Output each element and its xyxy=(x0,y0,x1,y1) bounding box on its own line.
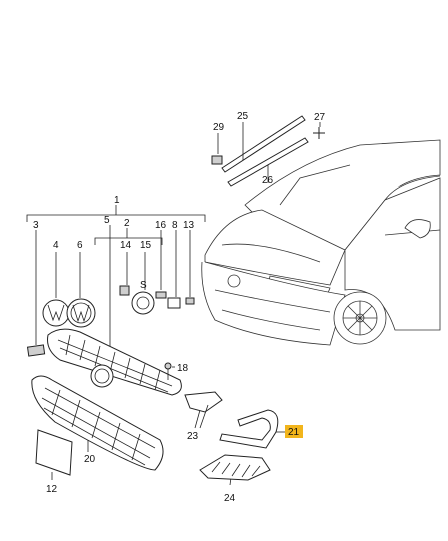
callout-5: 5 xyxy=(104,215,110,226)
callout-27: 27 xyxy=(314,112,326,123)
part-4-badge xyxy=(42,299,70,327)
callout-13: 13 xyxy=(183,220,195,231)
car-front-illustration xyxy=(201,139,441,346)
callout-18: 18 xyxy=(177,363,189,374)
callout-23: 23 xyxy=(187,431,199,442)
part-20-lower-grille xyxy=(31,375,164,471)
part-23-trim xyxy=(184,391,223,429)
callout-1: 1 xyxy=(114,195,120,206)
callout-16: 16 xyxy=(155,220,167,231)
callout-21-highlight xyxy=(285,425,303,438)
callout-14: 14 xyxy=(120,240,132,251)
callout-21: 21 xyxy=(288,427,300,438)
callout-25: 25 xyxy=(237,111,249,122)
callout-29: 29 xyxy=(213,122,225,133)
part-24-grille-insert xyxy=(199,454,271,481)
fastener-27 xyxy=(313,122,325,139)
callout-26: 26 xyxy=(262,175,274,186)
part-12-plate-bracket xyxy=(35,429,73,476)
callout-15: 15 xyxy=(140,240,152,251)
part-1-upper-grille xyxy=(47,328,182,396)
callout-4: 4 xyxy=(53,240,59,251)
callout-2: 2 xyxy=(124,218,130,229)
callout-20: 20 xyxy=(84,454,96,465)
part-14-sensor xyxy=(119,285,130,296)
part-15-radar: S xyxy=(131,280,155,315)
callout-8: 8 xyxy=(172,220,178,231)
group-brackets xyxy=(26,205,206,245)
part-8-bracket xyxy=(167,297,181,309)
callout-12: 12 xyxy=(46,484,58,495)
callout-numbers: 1 2 3 4 5 6 14 15 16 8 13 18 20 12 23 24… xyxy=(33,111,326,504)
part-21-moulding xyxy=(219,409,279,449)
callout-3: 3 xyxy=(33,220,39,231)
part-13-screw xyxy=(185,297,195,305)
part-6-badge xyxy=(66,298,96,328)
callout-6: 6 xyxy=(77,240,83,251)
leader-lines xyxy=(35,225,285,486)
callout-24: 24 xyxy=(224,493,236,504)
part-16-connector xyxy=(155,291,167,299)
part-3-emblem-strip xyxy=(26,344,46,357)
clip-29 xyxy=(211,133,223,165)
svg-text:S: S xyxy=(140,280,147,291)
roof-trim-strips xyxy=(221,115,309,187)
part-18-screw xyxy=(164,362,172,380)
